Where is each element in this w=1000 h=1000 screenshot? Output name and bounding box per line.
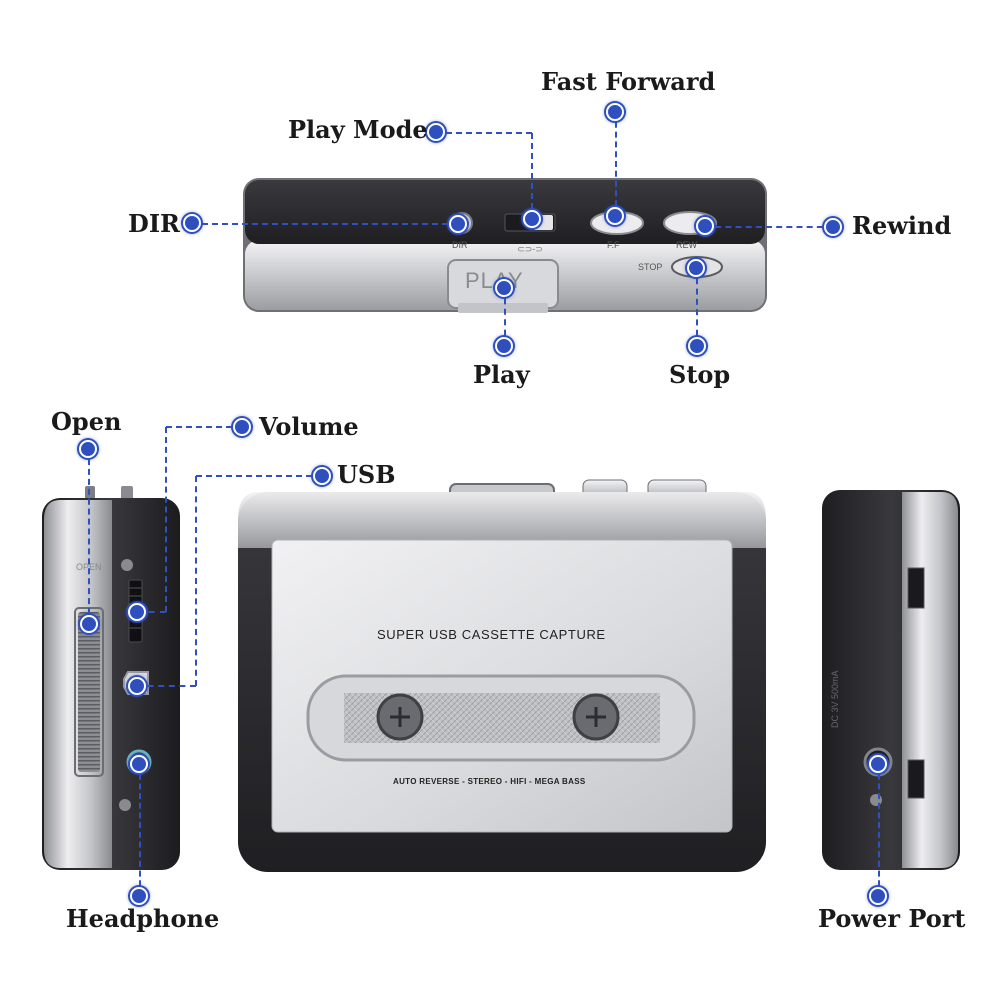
front-panel-title: SUPER USB CASSETTE CAPTURE: [377, 627, 606, 642]
power-port-target: [869, 755, 887, 773]
play-marker: [495, 337, 513, 355]
dir-marker: [183, 214, 201, 232]
headphone-marker: [130, 887, 148, 905]
open-target: [80, 615, 98, 633]
dir-callout: DIR: [128, 209, 180, 238]
open-callout: Open: [51, 407, 122, 436]
top-view: ⊂⊃-⊃: [243, 178, 767, 313]
front-panel-features: AUTO REVERSE - STEREO - HIFI - MEGA BASS: [393, 777, 586, 786]
rewind-callout: Rewind: [852, 211, 952, 240]
volume-marker: [233, 418, 251, 436]
usb-target: [128, 677, 146, 695]
left-reel: [376, 693, 424, 741]
front-view: [238, 479, 766, 872]
right-side-view: [822, 490, 960, 870]
left-side-view: [42, 486, 180, 870]
power-spec-label: DC 3V 500mA: [830, 670, 840, 728]
open-marker: [79, 440, 97, 458]
headphone-callout: Headphone: [66, 904, 220, 933]
stop-target: [687, 259, 705, 277]
svg-text:⊂⊃-⊃: ⊂⊃-⊃: [517, 244, 543, 254]
volume-callout: Volume: [259, 412, 359, 441]
play-mode-target: [523, 210, 541, 228]
play-mode-marker: [427, 123, 445, 141]
rewind-target: [696, 217, 714, 235]
power-port-marker: [869, 887, 887, 905]
dir-button-label: DIR: [452, 240, 468, 250]
rewind-marker: [824, 218, 842, 236]
play-key-label: PLAY: [465, 268, 524, 293]
ff-button-label: F.F: [607, 240, 620, 250]
rew-button-label: REW: [676, 240, 697, 250]
stop-button-label: STOP: [638, 262, 663, 272]
power-port-callout: Power Port: [818, 904, 966, 933]
play-target: [495, 279, 513, 297]
fast-forward-target: [606, 207, 624, 225]
headphone-target: [130, 755, 148, 773]
dir-target: [449, 215, 467, 233]
volume-target: [128, 603, 146, 621]
fast-forward-callout: Fast Forward: [541, 67, 716, 96]
stop-callout: Stop: [669, 360, 731, 389]
right-reel: [572, 693, 620, 741]
stop-marker: [688, 337, 706, 355]
play-mode-callout: Play Mode: [288, 115, 428, 144]
usb-callout: USB: [337, 460, 396, 489]
fast-forward-marker: [606, 103, 624, 121]
usb-marker: [313, 467, 331, 485]
play-callout: Play: [473, 360, 530, 389]
